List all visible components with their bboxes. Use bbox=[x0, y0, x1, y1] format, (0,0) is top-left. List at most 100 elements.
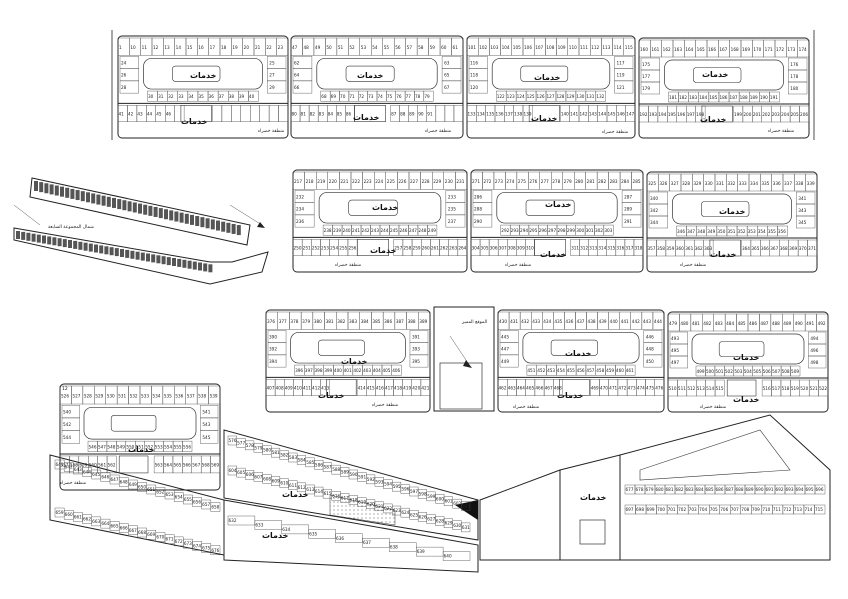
plot-number: 341 bbox=[798, 196, 806, 201]
plot-number: 365 bbox=[751, 246, 759, 251]
plot-number: 445 bbox=[501, 334, 509, 339]
plot-number: 289 bbox=[624, 207, 632, 212]
plot-number: 516 bbox=[763, 386, 771, 391]
plot-number: 382 bbox=[337, 319, 345, 324]
plot-number: 23 bbox=[278, 45, 284, 50]
plot-number: 476 bbox=[655, 386, 663, 391]
plot-number: 85 bbox=[337, 112, 343, 117]
plot-number: 83 bbox=[319, 112, 325, 117]
plot-number: 552 bbox=[145, 445, 153, 450]
plot-number: 696 bbox=[816, 487, 824, 492]
plot-number: 250 bbox=[294, 246, 302, 251]
plot-number: 458 bbox=[596, 368, 604, 373]
plot-number: 461 bbox=[626, 368, 634, 373]
plot-number: 104 bbox=[502, 45, 510, 50]
plot-number: 276 bbox=[529, 179, 537, 184]
plot-number: 249 bbox=[428, 228, 436, 233]
plot-number: 15 bbox=[187, 45, 193, 50]
green-area-label-2: منطقة خضراء bbox=[425, 129, 452, 134]
plot-number: 455 bbox=[567, 368, 575, 373]
plot-number: 161 bbox=[651, 47, 659, 52]
plot-number: 195 bbox=[668, 112, 676, 117]
plot-number: 114 bbox=[614, 45, 622, 50]
plot-number: 511 bbox=[678, 386, 686, 391]
plot-number: 288 bbox=[474, 207, 482, 212]
plot-number: 417 bbox=[385, 386, 393, 391]
plot-number: 179 bbox=[642, 86, 650, 91]
plot-number: 299 bbox=[567, 228, 575, 233]
plot-number: 227 bbox=[410, 179, 418, 184]
plot-number: 484 bbox=[726, 321, 734, 326]
plot-number: 502 bbox=[725, 369, 733, 374]
plot-number: 617 bbox=[341, 495, 349, 500]
plot-number: 466 bbox=[535, 386, 543, 391]
plot-number: 298 bbox=[558, 228, 566, 233]
plot-number: 709 bbox=[752, 507, 760, 512]
plot-number: 50 bbox=[326, 45, 332, 50]
plot-number: 24 bbox=[121, 60, 127, 65]
green-area-label-6: منطقة خضراء bbox=[505, 263, 532, 268]
plot-number: 136 bbox=[496, 112, 504, 117]
plot-number: 193 bbox=[649, 112, 657, 117]
plot-number: 454 bbox=[557, 368, 565, 373]
plot-number: 559 bbox=[79, 463, 87, 468]
services-label-r2c: خدمات bbox=[719, 207, 746, 216]
plot-number: 601 bbox=[445, 499, 453, 504]
plot-number: 206 bbox=[800, 112, 808, 117]
plot-number: 201 bbox=[753, 112, 761, 117]
plot-number: 248 bbox=[418, 228, 426, 233]
plot-number: 255 bbox=[339, 246, 347, 251]
plot-number: 261 bbox=[431, 246, 439, 251]
plot-number: 686 bbox=[716, 487, 724, 492]
corner-mark: 12 bbox=[62, 386, 68, 392]
plot-number: 386 bbox=[384, 319, 392, 324]
plot-number: 329 bbox=[693, 181, 701, 186]
plot-number: 17 bbox=[210, 45, 216, 50]
plot-number: 540 bbox=[63, 409, 71, 414]
plot-number: 669 bbox=[147, 532, 155, 537]
plot-number: 404 bbox=[373, 368, 381, 373]
plot-number: 242 bbox=[362, 228, 370, 233]
plot-number: 253 bbox=[321, 246, 329, 251]
plot-number: 581 bbox=[272, 450, 280, 455]
plot-number: 167 bbox=[719, 47, 727, 52]
plot-number: 359 bbox=[666, 246, 674, 251]
plot-number: 702 bbox=[678, 507, 686, 512]
plot-number: 334 bbox=[750, 181, 758, 186]
plot-number: 499 bbox=[697, 369, 705, 374]
plot-number: 336 bbox=[773, 181, 781, 186]
plot-number: 296 bbox=[539, 228, 547, 233]
plot-number: 700 bbox=[657, 507, 665, 512]
plot-number: 55 bbox=[384, 45, 390, 50]
plot-number: 453 bbox=[547, 368, 555, 373]
plot-number: 90 bbox=[418, 112, 424, 117]
plot-number: 115 bbox=[625, 45, 633, 50]
plot-number: 71 bbox=[349, 94, 355, 99]
plot-number: 293 bbox=[511, 228, 519, 233]
plot-number: 77 bbox=[406, 94, 412, 99]
plot-number: 377 bbox=[279, 319, 287, 324]
plot-number: 643 bbox=[74, 467, 82, 472]
plot-number: 384 bbox=[361, 319, 369, 324]
plot-number: 659 bbox=[56, 510, 64, 515]
plot-number: 69 bbox=[331, 94, 337, 99]
plot-number: 390 bbox=[269, 334, 277, 339]
plot-number: 317 bbox=[625, 246, 633, 251]
plot-number: 566 bbox=[183, 463, 191, 468]
plot-number: 314 bbox=[598, 246, 606, 251]
plot-number: 595 bbox=[393, 484, 401, 489]
plot-number: 303 bbox=[604, 228, 612, 233]
plot-number: 588 bbox=[332, 467, 340, 472]
plot-number: 370 bbox=[799, 246, 807, 251]
plot-number: 62 bbox=[294, 60, 300, 65]
plot-number: 349 bbox=[707, 229, 715, 234]
plot-number: 333 bbox=[739, 181, 747, 186]
plot-number: 544 bbox=[63, 435, 71, 440]
plot-number: 449 bbox=[501, 359, 509, 364]
plot-number: 342 bbox=[650, 208, 658, 213]
